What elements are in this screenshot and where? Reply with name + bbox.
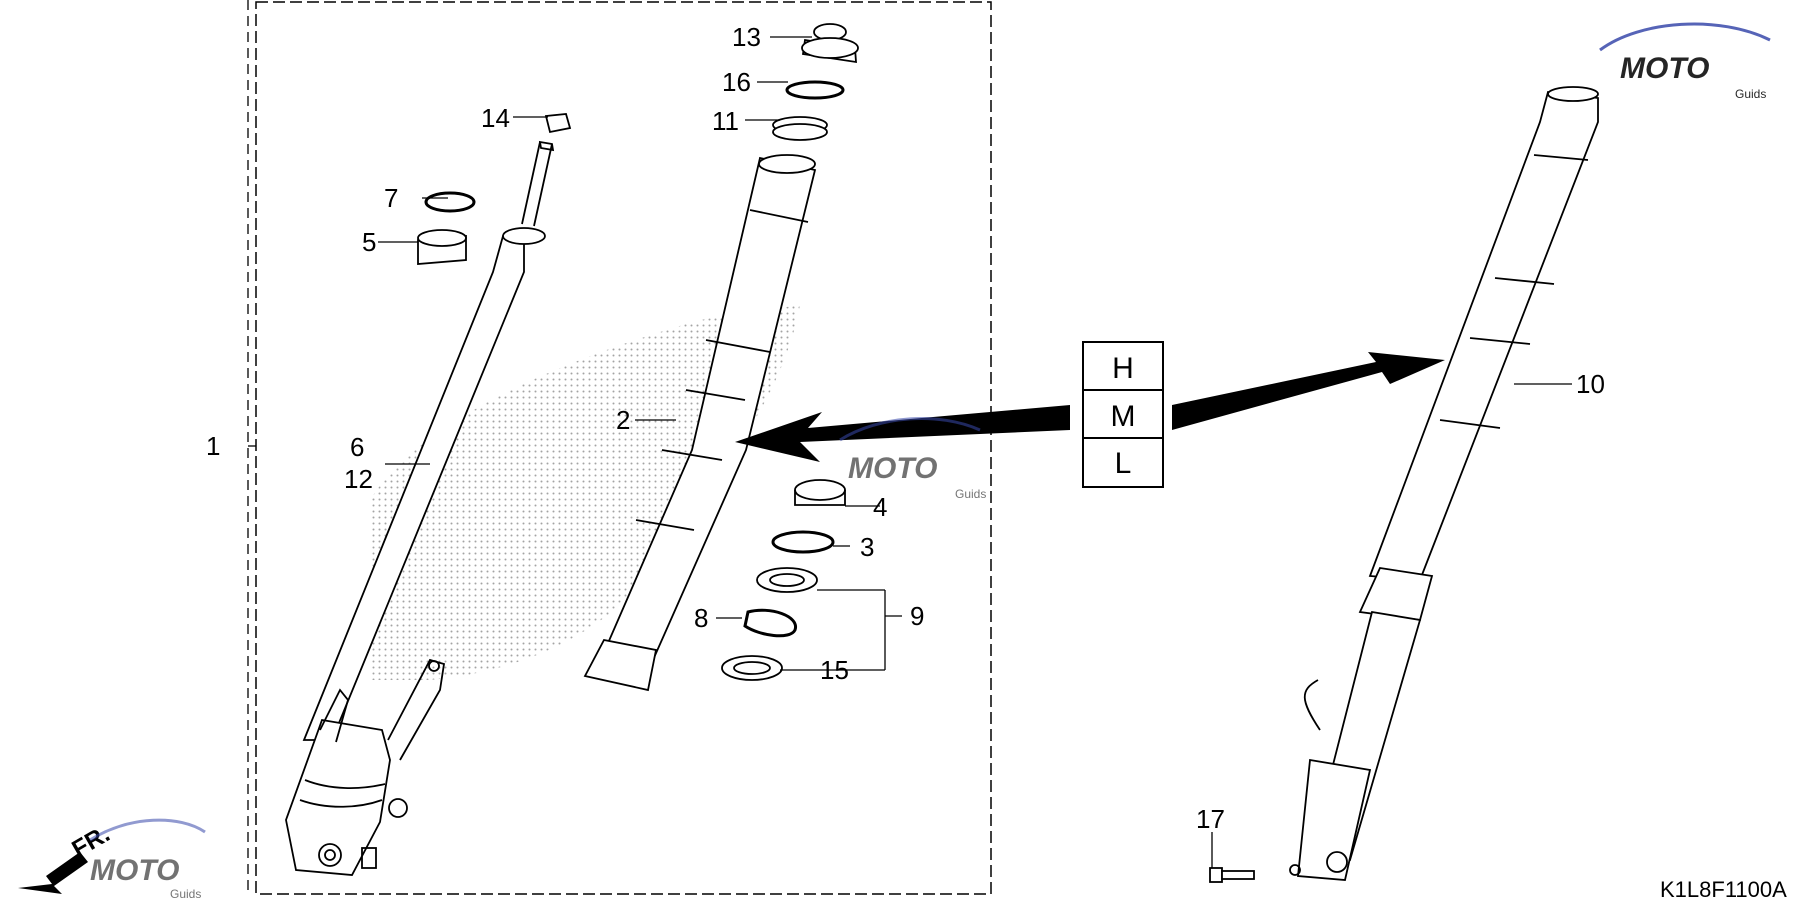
bolt-17: [1209, 867, 1255, 883]
callout-9: 9: [910, 601, 924, 631]
callout-11: 11: [712, 106, 739, 136]
hml-table: H M L: [1082, 341, 1164, 488]
background-emblem: [370, 305, 800, 680]
leader-lines: [247, 0, 1572, 894]
callout-16: 16: [722, 67, 751, 97]
watermark-center: MOTO Guids: [839, 417, 986, 501]
callout-13: 13: [732, 22, 761, 52]
callout-10: 10: [1576, 369, 1605, 399]
watermark-sub: Guids: [1735, 87, 1766, 101]
callout-4: 4: [873, 492, 887, 522]
callout-12: 12: [344, 464, 373, 494]
drawing-code: K1L8F1100A: [1660, 877, 1787, 902]
watermark-sub: Guids: [955, 487, 986, 501]
callout-7: 7: [384, 183, 398, 213]
watermark-bottom-left: MOTO Guids: [89, 818, 206, 901]
callout-15: 15: [820, 655, 849, 685]
callout-6: 6: [350, 432, 364, 462]
callout-5: 5: [362, 227, 376, 257]
watermark-brand: MOTO: [848, 452, 937, 485]
arrow-to-outer-tube: [735, 405, 1070, 462]
front-arrow-icon: [18, 852, 88, 894]
watermark-brand: MOTO: [90, 854, 179, 887]
watermark-brand: MOTO: [1620, 52, 1709, 85]
hml-medium: M: [1111, 400, 1136, 433]
callout-14: 14: [481, 103, 510, 133]
callout-17: 17: [1196, 804, 1225, 834]
callout-8: 8: [694, 603, 708, 633]
complete-fork: [1289, 86, 1599, 881]
inner-tube-assembly: [285, 140, 555, 876]
small-parts: [417, 23, 859, 681]
arrow-to-complete-fork: [1172, 352, 1445, 430]
hml-high: H: [1112, 352, 1134, 385]
callout-2: 2: [616, 405, 630, 435]
outer-tube: [583, 154, 817, 692]
assembly-frame: [255, 1, 992, 895]
watermark-sub: Guids: [170, 887, 201, 901]
hml-low: L: [1115, 447, 1132, 480]
watermark-top-right: MOTO Guids: [1599, 22, 1771, 101]
callouts: 1 2 3 4 5 6 7 8 9 10 11 12 13 14 15 16 1…: [206, 22, 1605, 834]
callout-3: 3: [860, 532, 874, 562]
callout-1: 1: [206, 431, 220, 461]
